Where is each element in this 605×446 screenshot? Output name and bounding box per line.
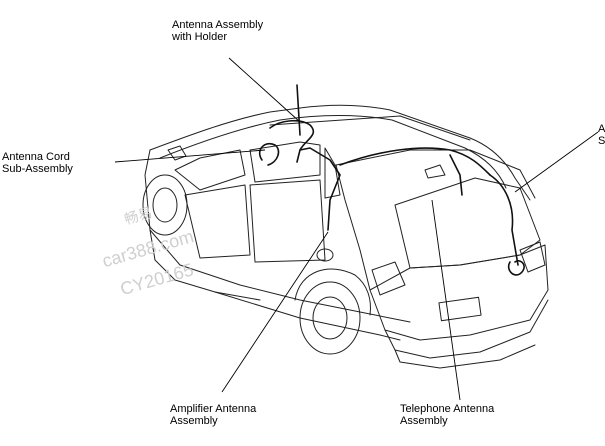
front-wheel [142,174,188,236]
rear-wheel-inner [312,296,348,340]
leader-telephone [431,199,461,401]
callout-right-cut: A S [598,123,605,147]
cord-left-loop [258,142,280,166]
body-lower [149,229,261,301]
leader-right [514,131,599,193]
rear-wheel-arch [294,268,371,316]
shark-fin [424,164,446,179]
callout-telephone-line1: Telephone Antenna [400,403,495,415]
rear-window [394,177,541,269]
door-slide [249,179,326,263]
antenna-cord-harness [269,119,315,163]
rear-bumper-lower [394,344,536,369]
harness-roof [339,147,491,176]
rear-top [335,149,536,199]
fuel-lid [316,248,334,262]
tail-light-right [519,241,546,273]
rear-hatch [369,244,549,341]
callout-antenna-cord: Antenna Cord Sub-Assembly [2,151,73,175]
roof-inner [159,115,507,189]
front-wheel-inner [152,187,178,223]
side-mirror [167,145,187,161]
side-window-mid [249,141,321,183]
harness-center [299,147,341,231]
callout-amplifier-antenna: Amplifier Antenna Assembly [170,403,256,427]
antenna-mast [296,84,301,136]
roof-rail [269,115,471,141]
callout-antenna-assembly-holder: Antenna Assembly with Holder [172,19,263,43]
rocker [214,291,401,341]
callout-antenna-assembly-line2: with Holder [172,31,228,43]
callout-antenna-cord-line1: Antenna Cord [2,151,70,163]
callout-antenna-cord-line2: Sub-Assembly [2,163,73,175]
harness-right-loop [507,260,525,276]
rear-wheel [299,281,361,355]
leader-antenna-assembly [228,57,301,123]
body-side-top [144,149,411,323]
leader-antenna-cord [114,149,266,163]
callout-amplifier-line2: Assembly [170,415,218,427]
rear-pillar [335,164,371,291]
callout-telephone-antenna: Telephone Antenna Assembly [400,403,494,427]
tail-light-left [371,261,406,296]
callout-antenna-assembly-line1: Antenna Assembly [172,19,264,31]
door-front [184,184,251,259]
license-plate [438,296,482,322]
rear-bumper [384,299,549,359]
callout-telephone-line2: Assembly [400,415,448,427]
callout-amplifier-line1: Amplifier Antenna [170,403,257,415]
side-window-rear [324,147,341,199]
callout-right-line1: A [598,123,605,135]
harness-rear [449,154,463,196]
leader-amplifier [221,231,329,393]
side-window-front [174,149,246,191]
callout-right-line2: S [598,135,605,147]
roof-outline [149,104,531,201]
harness-right [489,174,519,266]
